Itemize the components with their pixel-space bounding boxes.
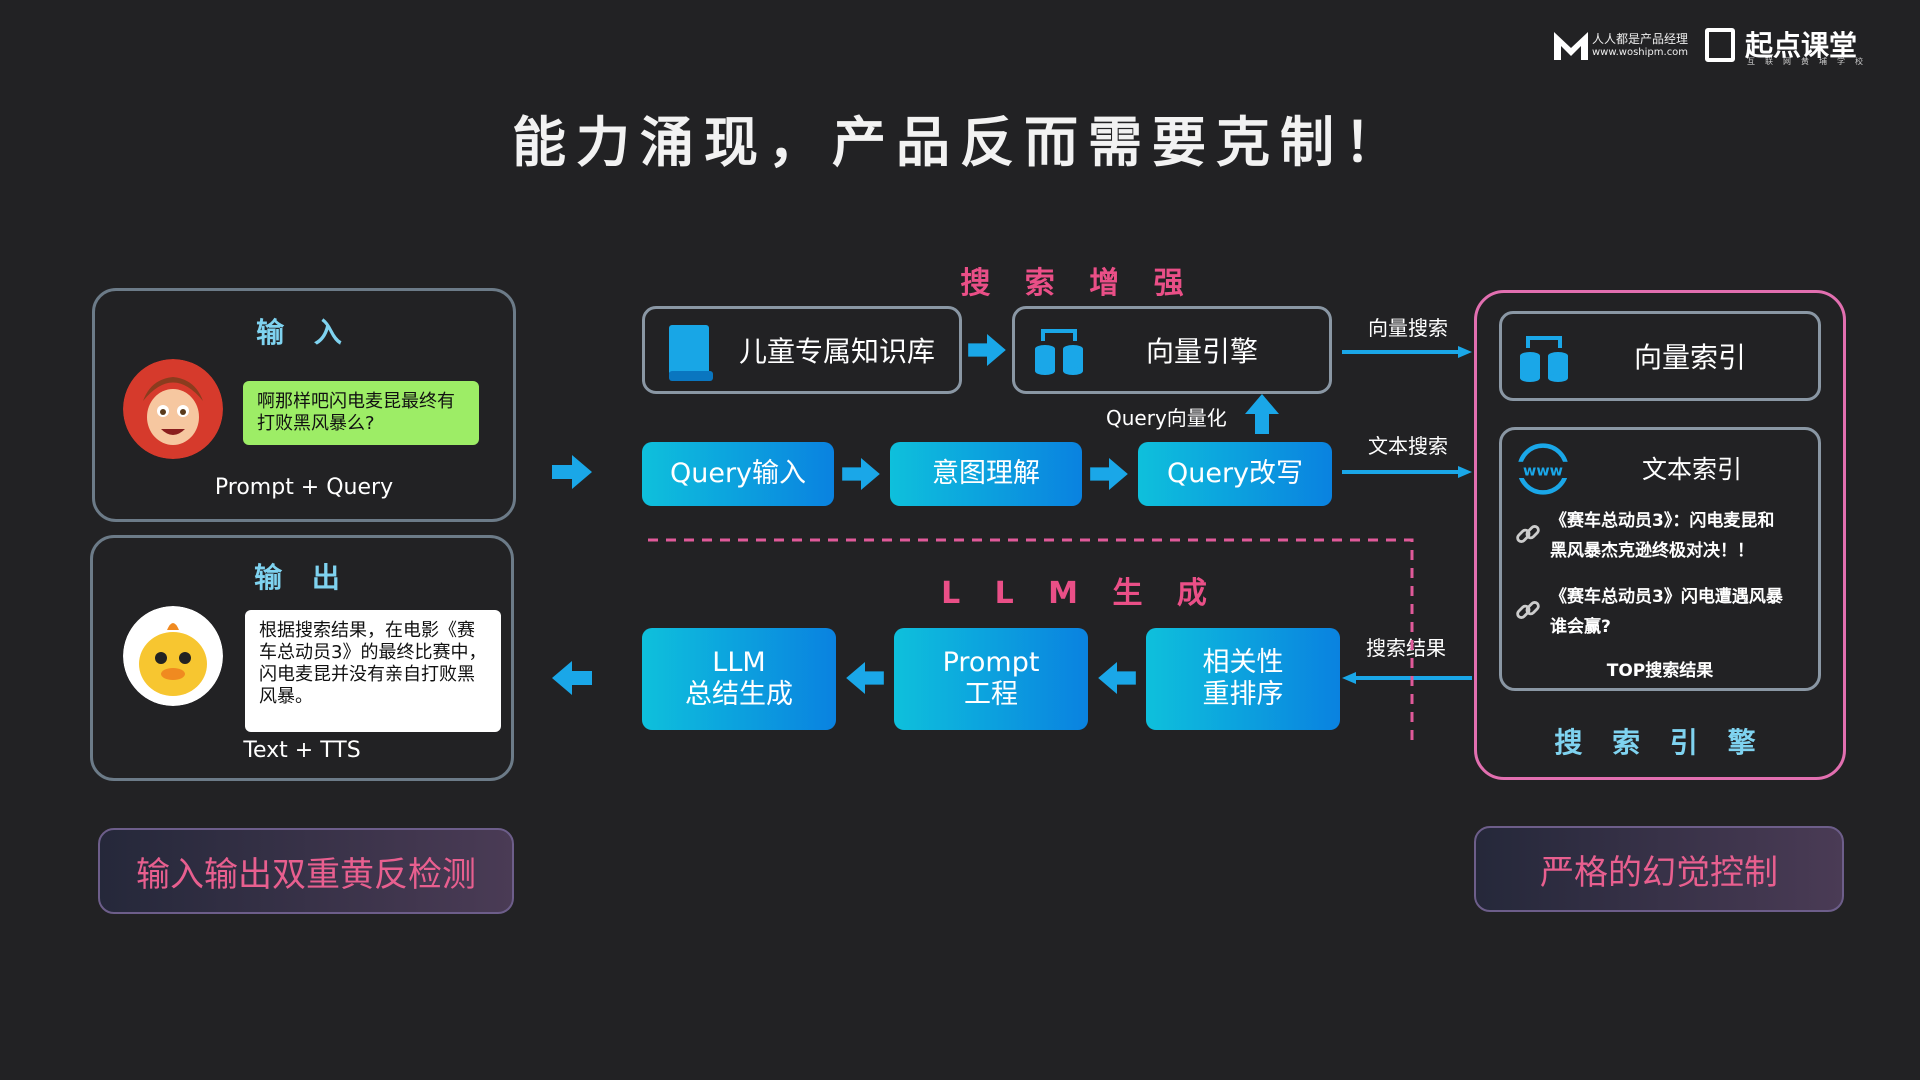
arrow-left-icon — [846, 662, 884, 694]
database-icon — [1520, 336, 1568, 382]
arrow-right-line-icon — [1342, 466, 1472, 478]
arrow-right-icon — [842, 458, 880, 490]
vector-index-box: 向量索引 — [1499, 311, 1821, 401]
www-globe-icon: www — [1516, 443, 1570, 495]
rerank-step: 相关性 重排序 — [1146, 628, 1340, 730]
input-caption: Prompt + Query — [214, 475, 394, 500]
hallucination-control-badge: 严格的幻觉控制 — [1474, 826, 1844, 912]
text-index-label: 文本索引 — [1642, 455, 1743, 484]
link-icon — [1516, 601, 1540, 619]
brand-qidian: 起点课堂 — [1745, 29, 1858, 62]
output-panel: 输 出 根据搜索结果，在电影《赛车总动员3》的最终比赛中，闪电麦昆并没有亲自打败… — [90, 535, 514, 781]
search-results-label: 搜索结果 — [1366, 636, 1446, 660]
search-result-2: 《赛车总动员3》闪电遭遇风暴谁会赢? — [1550, 587, 1783, 637]
query-input-step: Query输入 — [642, 442, 834, 506]
text-search-label: 文本搜索 — [1368, 434, 1448, 458]
search-result-1: 《赛车总动员3》：闪电麦昆和黑风暴杰克逊终极对决！！ — [1550, 511, 1775, 561]
output-caption: Text + TTS — [243, 738, 361, 763]
input-panel: 输 入 啊那样吧闪电麦昆最终有打败黑风暴么? Prompt + Query — [92, 288, 516, 522]
arrow-right-icon — [1090, 458, 1128, 490]
book-icon — [669, 325, 713, 381]
brand-woshipm: 人人都是产品经理 www.woshipm.com — [1592, 32, 1689, 58]
llm-title: L L M 生 成 — [941, 576, 1219, 611]
vector-engine-label: 向量引擎 — [1145, 335, 1258, 368]
search-enhance-title: 搜 索 增 强 — [960, 266, 1196, 301]
input-bubble: 啊那样吧闪电麦昆最终有打败黑风暴么? — [243, 381, 479, 445]
output-bubble: 根据搜索结果，在电影《赛车总动员3》的最终比赛中，闪电麦昆并没有亲自打败黑风暴。 — [245, 610, 501, 732]
arrow-left-icon — [552, 661, 592, 695]
llm-summary-step: LLM 总结生成 — [642, 628, 836, 730]
brand-qidian-sub: 互联网黄埔学校 — [1747, 57, 1873, 66]
prompt-engineering-step: Prompt 工程 — [894, 628, 1088, 730]
search-engine-panel: 向量索引 www 文本索引 《赛车总动员3》：闪电麦昆和黑风暴杰克逊终极对决！！… — [1474, 290, 1846, 780]
arrow-right-line-icon — [1342, 346, 1472, 358]
page-title: 能力涌现，产品反而需要克制！ — [512, 111, 1408, 174]
input-panel-title: 输 入 — [256, 316, 352, 349]
svg-text:www: www — [1523, 463, 1563, 479]
top-results-label: TOP搜索结果 — [1606, 661, 1714, 681]
vector-index-label: 向量索引 — [1633, 341, 1746, 374]
knowledge-base-box: 儿童专属知识库 — [642, 306, 962, 394]
arrow-up-icon — [1245, 394, 1279, 434]
woshipm-logo-icon — [1554, 32, 1588, 60]
query-vectorize-label: Query向量化 — [1106, 406, 1227, 430]
vector-engine-box: 向量引擎 — [1012, 306, 1332, 394]
dual-check-badge: 输入输出双重黄反检测 — [98, 828, 514, 914]
output-panel-title: 输 出 — [254, 561, 350, 594]
text-index-box: www 文本索引 《赛车总动员3》：闪电麦昆和黑风暴杰克逊终极对决！！ 《赛车总… — [1499, 427, 1821, 691]
link-icon — [1516, 525, 1540, 543]
database-icon — [1035, 329, 1083, 375]
vector-search-label: 向量搜索 — [1368, 316, 1448, 340]
arrow-left-icon — [1098, 662, 1136, 694]
search-engine-title: 搜 索 引 擎 — [1554, 726, 1766, 759]
arrow-right-icon — [552, 455, 592, 489]
dashed-divider — [648, 538, 1414, 742]
boy-avatar-icon — [123, 359, 223, 459]
qidian-logo-icon — [1705, 28, 1735, 62]
query-rewrite-step: Query改写 — [1138, 442, 1332, 506]
arrow-right-icon — [968, 334, 1006, 366]
duck-avatar-icon — [123, 606, 223, 706]
intent-step: 意图理解 — [890, 442, 1082, 506]
knowledge-base-label: 儿童专属知识库 — [738, 335, 935, 368]
